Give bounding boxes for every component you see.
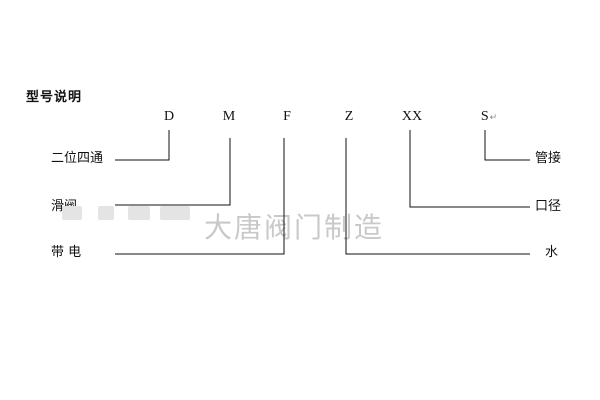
watermark-faint-mark-3: [128, 206, 150, 220]
leader-line-m: [115, 138, 231, 206]
code-letter-s-wrap: S↵: [481, 109, 497, 125]
watermark-text: 大唐阀门制造: [204, 211, 385, 244]
leader-line-s: [484, 130, 530, 161]
code-letter-z: Z: [344, 109, 354, 124]
label-pipe-connection: 管接: [535, 151, 562, 166]
code-letter-f: F: [283, 109, 291, 124]
watermark-faint-mark-2: [98, 206, 114, 220]
label-two-position-four-way: 二位四通: [51, 151, 104, 166]
leader-line-d: [115, 130, 170, 161]
label-powered: 带 电: [51, 245, 82, 260]
label-water: 水: [545, 245, 559, 260]
code-letter-d: D: [163, 109, 175, 124]
watermark-faint-mark-4: [160, 206, 190, 220]
watermark-faint-mark-1: [62, 206, 82, 220]
leader-line-z: [345, 138, 530, 255]
label-bore-size: 口径: [535, 199, 562, 214]
code-letter-xx: XX: [401, 109, 423, 124]
code-letter-s: S: [480, 109, 489, 124]
code-letter-m: M: [222, 109, 236, 124]
return-mark-icon: ↵: [489, 112, 498, 122]
diagram-title: 型号说明: [26, 90, 83, 105]
leader-line-xx: [409, 130, 530, 208]
leader-line-f: [115, 138, 285, 255]
